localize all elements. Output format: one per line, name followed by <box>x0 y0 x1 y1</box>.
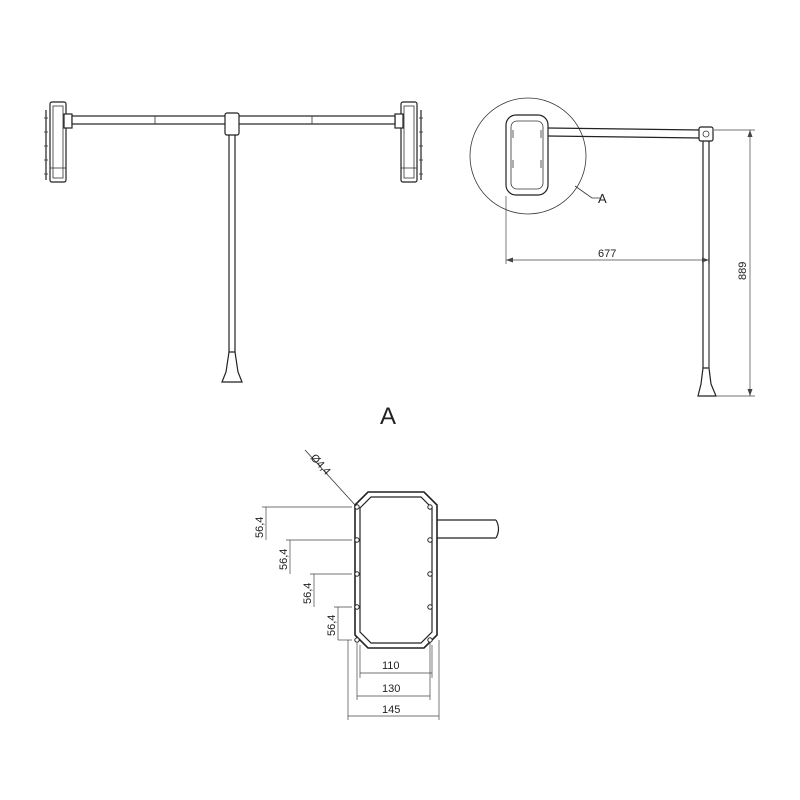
detail-bracket-outer <box>354 491 438 649</box>
t-joint <box>224 112 240 136</box>
side-bracket <box>505 114 549 196</box>
side-view: A 677 889 <box>469 97 755 397</box>
detail-arm <box>437 519 500 539</box>
side-pole <box>702 141 710 368</box>
vertical-dim-1: 56,4 <box>254 517 266 538</box>
left-wall-bracket <box>44 101 73 183</box>
front-view <box>44 101 423 383</box>
callout-leader <box>574 185 600 199</box>
side-joint <box>698 126 714 142</box>
dimension-width <box>505 196 710 370</box>
dimension-height <box>714 129 755 397</box>
vertical-dim-3: 56,4 <box>302 583 314 604</box>
mounting-holes <box>354 504 433 643</box>
pole-foot <box>221 351 243 383</box>
detail-title: A <box>380 403 396 430</box>
vertical-dim-2: 56,4 <box>278 549 290 570</box>
hole-diameter-label: Ø4,4 <box>308 452 333 478</box>
horizontal-dim-130: 130 <box>382 683 400 695</box>
vertical-pole <box>228 135 236 352</box>
detail-view: A Ø4,4 <box>254 403 500 720</box>
horizontal-dim-145: 145 <box>382 704 400 716</box>
dimension-width-label: 677 <box>598 248 616 260</box>
horizontal-dimensions <box>347 640 440 720</box>
horizontal-dim-110: 110 <box>382 660 400 672</box>
side-arm <box>547 127 701 139</box>
hole-diameter-leader <box>304 449 357 507</box>
vertical-dim-4: 56,4 <box>326 615 338 636</box>
callout-label: A <box>598 191 607 206</box>
dimension-height-label: 889 <box>737 262 749 280</box>
detail-callout-circle <box>469 97 587 215</box>
right-wall-bracket <box>394 101 423 183</box>
detail-bracket-inner <box>359 496 433 644</box>
side-pole-foot <box>697 367 717 397</box>
vertical-dimensions <box>262 506 352 641</box>
